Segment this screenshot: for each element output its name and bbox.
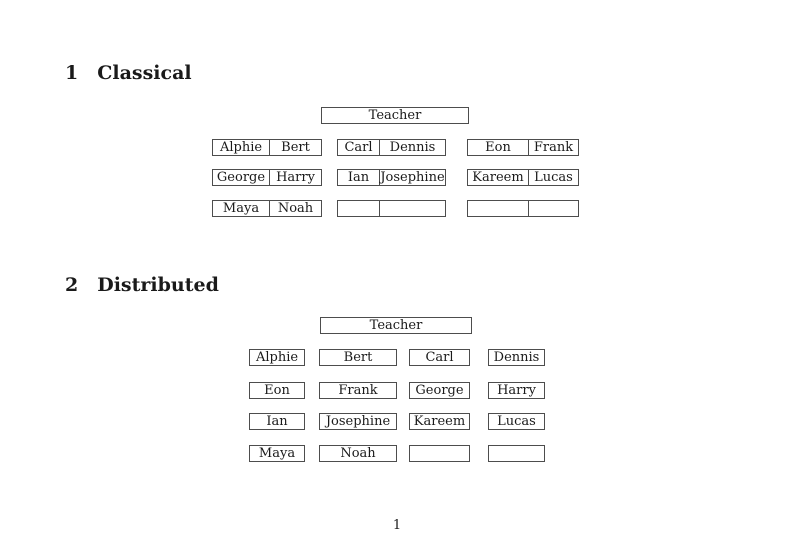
desk-box: Alphie xyxy=(249,349,305,366)
desk-box: Kareem xyxy=(409,413,470,430)
desk-box: Noah xyxy=(319,445,397,462)
seat-cell xyxy=(338,201,380,216)
desk-box-empty xyxy=(488,445,545,462)
section-title: Classical xyxy=(97,62,192,84)
desk-box: Eon xyxy=(249,382,305,399)
desk-pair: Kareem Lucas xyxy=(467,169,579,186)
seat-cell: Lucas xyxy=(497,414,536,429)
seat-cell: Ian xyxy=(338,170,380,185)
desk-box-empty xyxy=(409,445,470,462)
seat-cell: Bert xyxy=(343,350,373,365)
seat-cell: Ian xyxy=(266,414,288,429)
desk-pair: Carl Dennis xyxy=(337,139,446,156)
seat-cell xyxy=(468,201,529,216)
desk-box: Frank xyxy=(319,382,397,399)
seat-cell xyxy=(380,201,445,216)
teacher-box-classical: Teacher xyxy=(321,107,469,124)
seat-cell: Noah xyxy=(340,446,376,461)
desk-pair-empty xyxy=(337,200,446,217)
teacher-label: Teacher xyxy=(369,318,423,333)
desk-pair: Alphie Bert xyxy=(212,139,322,156)
seat-cell: Noah xyxy=(277,201,314,216)
seat-cell: Kareem xyxy=(413,414,466,429)
seat-cell: Eon xyxy=(264,383,290,398)
desk-box: Maya xyxy=(249,445,305,462)
section-title: Distributed xyxy=(97,274,219,296)
seat-cell: Harry xyxy=(497,383,536,398)
seat-cell: George xyxy=(415,383,464,398)
section-heading-distributed: 2 Distributed xyxy=(65,274,219,296)
seat-cell xyxy=(529,201,578,216)
seat-cell: Dennis xyxy=(493,350,540,365)
teacher-label: Teacher xyxy=(368,108,422,123)
seat-cell: Bert xyxy=(281,140,310,155)
desk-pair: George Harry xyxy=(212,169,322,186)
desk-box: Dennis xyxy=(488,349,545,366)
desk-box: Harry xyxy=(488,382,545,399)
desk-box: George xyxy=(409,382,470,399)
desk-box: Ian xyxy=(249,413,305,430)
page-number: 1 xyxy=(392,518,402,533)
seat-cell: Maya xyxy=(213,201,270,216)
seat-cell: Frank xyxy=(338,383,378,398)
desk-pair: Eon Frank xyxy=(467,139,579,156)
section-heading-classical: 1 Classical xyxy=(65,62,192,84)
seat-cell: Lucas xyxy=(534,170,573,185)
desk-pair: Maya Noah xyxy=(212,200,322,217)
seat-cell: Alphie xyxy=(255,350,299,365)
seat-cell: Alphie xyxy=(213,140,270,155)
desk-pair: Ian Josephine xyxy=(337,169,446,186)
seat-cell: Harry xyxy=(276,170,315,185)
teacher-box-distributed: Teacher xyxy=(320,317,472,334)
seat-cell: Carl xyxy=(425,350,454,365)
seat-cell: Josephine xyxy=(380,170,445,185)
section-number: 2 xyxy=(65,274,79,296)
seat-cell: Frank xyxy=(533,140,574,155)
seat-cell: George xyxy=(213,170,270,185)
desk-box: Carl xyxy=(409,349,470,366)
desk-box: Josephine xyxy=(319,413,397,430)
seat-cell: Kareem xyxy=(468,170,529,185)
desk-pair-empty xyxy=(467,200,579,217)
seat-cell: Josephine xyxy=(325,414,391,429)
seat-cell: Eon xyxy=(468,140,529,155)
desk-box: Bert xyxy=(319,349,397,366)
desk-box: Lucas xyxy=(488,413,545,430)
section-number: 1 xyxy=(65,62,79,84)
seat-cell: Carl xyxy=(338,140,380,155)
seat-cell: Maya xyxy=(258,446,296,461)
seat-cell: Dennis xyxy=(389,140,436,155)
